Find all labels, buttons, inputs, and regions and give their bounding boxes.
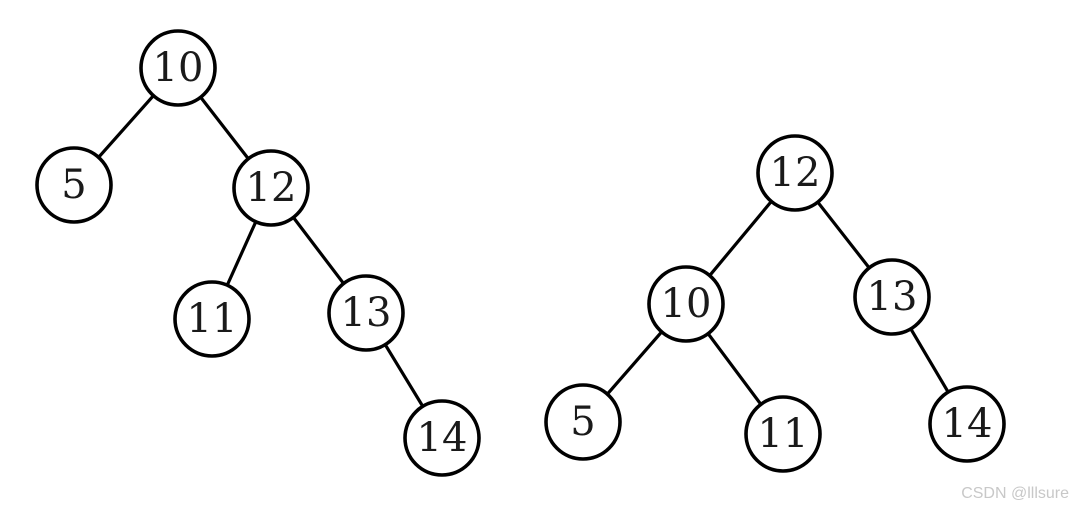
left-tree-edge-n12-n11 bbox=[223, 209, 263, 293]
node-circle bbox=[173, 280, 251, 358]
node-label: 14 bbox=[942, 401, 993, 447]
nodes-layer: 10 5 12 11 13 14 12 10 13 5 11 14 bbox=[35, 29, 1006, 477]
node-circle bbox=[544, 383, 622, 461]
node-label: 13 bbox=[341, 290, 392, 336]
node-label: 10 bbox=[661, 281, 712, 327]
right-tree-edge-n10-n5 bbox=[601, 321, 672, 401]
node-label: 11 bbox=[758, 411, 809, 457]
left-tree-node-n10: 10 bbox=[139, 29, 217, 107]
left-tree-edge-n10-n5 bbox=[92, 85, 163, 164]
left-tree-node-n12: 12 bbox=[232, 149, 310, 227]
left-tree-node-n5: 5 bbox=[35, 146, 113, 224]
right-tree-edge-n12-n10 bbox=[704, 190, 781, 282]
watermark-text: CSDN @lllsure bbox=[961, 485, 1069, 502]
node-label: 12 bbox=[770, 150, 821, 196]
node-circle bbox=[647, 265, 725, 343]
right-tree-node-n10: 10 bbox=[647, 265, 725, 343]
node-circle bbox=[35, 146, 113, 224]
node-label: 11 bbox=[187, 296, 238, 342]
edges-layer bbox=[92, 85, 953, 414]
right-tree-node-n12: 12 bbox=[756, 134, 834, 212]
left-tree-edge-n10-n12 bbox=[191, 86, 254, 166]
node-label: 14 bbox=[417, 415, 468, 461]
left-tree-edge-n13-n14 bbox=[377, 332, 428, 414]
left-tree-node-n13: 13 bbox=[327, 274, 405, 352]
node-label: 13 bbox=[867, 274, 918, 320]
right-tree-node-n13: 13 bbox=[853, 258, 931, 336]
right-tree-node-n14: 14 bbox=[928, 385, 1006, 463]
node-circle bbox=[327, 274, 405, 352]
right-tree-node-n11: 11 bbox=[744, 395, 822, 473]
node-circle bbox=[232, 149, 310, 227]
right-tree-edge-n12-n13 bbox=[808, 191, 875, 275]
node-circle bbox=[853, 258, 931, 336]
node-label: 10 bbox=[153, 45, 204, 91]
left-tree-node-n11: 11 bbox=[173, 280, 251, 358]
left-tree-edge-n12-n13 bbox=[284, 206, 349, 290]
left-tree-node-n14: 14 bbox=[403, 399, 481, 477]
node-label: 5 bbox=[61, 162, 86, 208]
right-tree-edge-n10-n11 bbox=[699, 322, 767, 411]
node-label: 12 bbox=[246, 165, 297, 211]
node-label: 5 bbox=[570, 399, 595, 445]
right-tree-edge-n13-n14 bbox=[903, 316, 953, 399]
node-circle bbox=[744, 395, 822, 473]
node-circle bbox=[139, 29, 217, 107]
node-circle bbox=[756, 134, 834, 212]
node-circle bbox=[403, 399, 481, 477]
right-tree-node-n5: 5 bbox=[544, 383, 622, 461]
node-circle bbox=[928, 385, 1006, 463]
